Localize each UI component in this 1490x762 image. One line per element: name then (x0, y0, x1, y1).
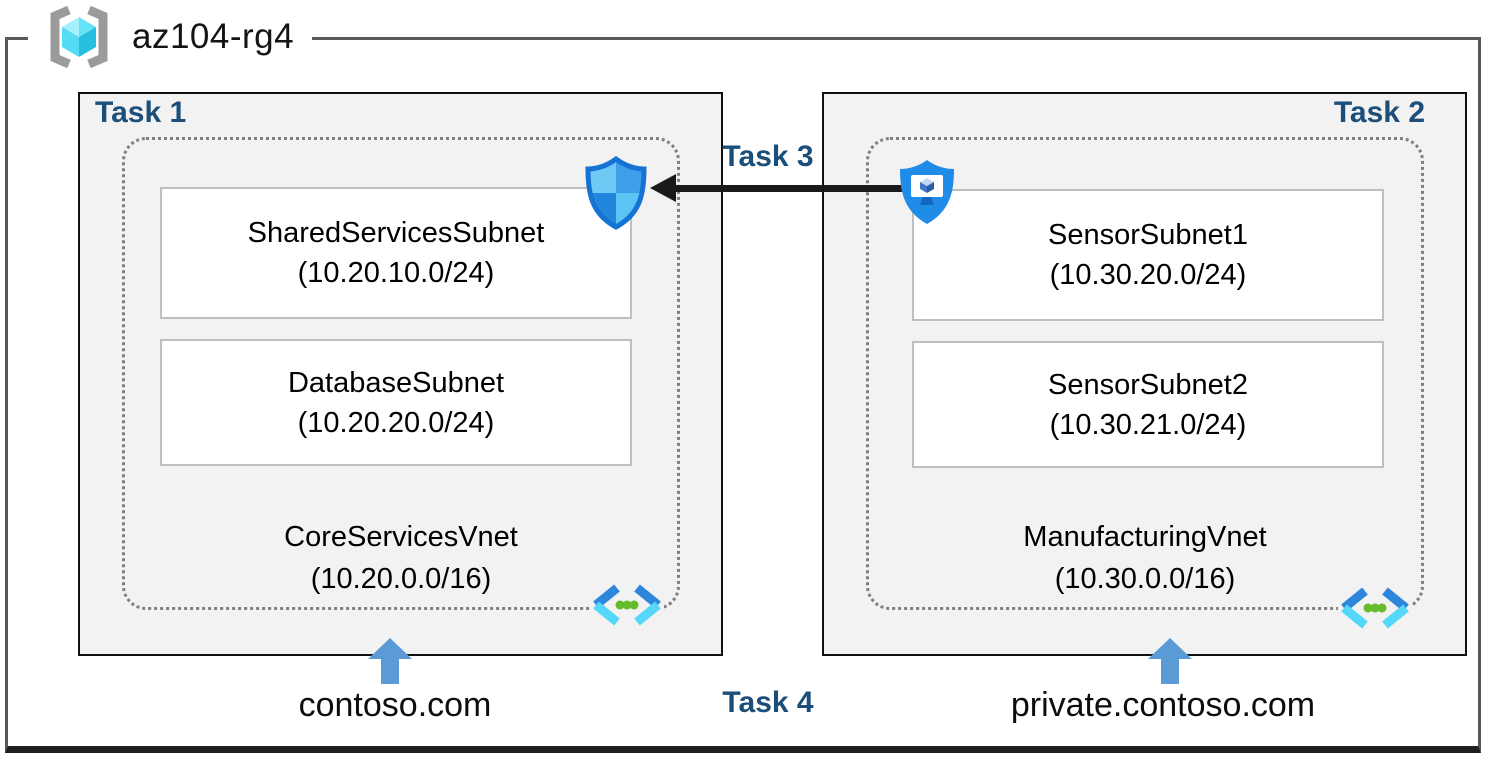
subnet-cidr: (10.20.20.0/24) (297, 406, 495, 439)
task3-label: Task 3 (722, 140, 814, 173)
core-services-vnet-label: CoreServicesVnet (10.20.0.0/16) (122, 516, 680, 600)
task1-label: Task 1 (95, 96, 187, 129)
subnet-name: DatabaseSubnet (287, 366, 505, 399)
up-arrow-icon (368, 638, 412, 684)
subnet-cidr: (10.20.10.0/24) (297, 257, 495, 289)
subnet-name: SensorSubnet1 (1048, 219, 1248, 251)
subnet-name: SensorSubnet2 (1048, 368, 1248, 401)
core-services-vnet-boundary (122, 137, 680, 610)
subnet-cidr: (10.30.21.0/24) (1049, 408, 1247, 441)
network-security-group-shield-icon (585, 156, 647, 230)
subnet-name: SharedServicesSubnet (247, 217, 545, 249)
vnet-name: CoreServicesVnet (284, 521, 518, 553)
virtual-network-icon (590, 583, 664, 627)
task2-label: Task 2 (1333, 96, 1425, 129)
bastion-shield-icon (900, 160, 954, 224)
task4-label: Task 4 (722, 686, 814, 719)
vnet-name: ManufacturingVnet (1023, 521, 1267, 553)
vnet-cidr: (10.20.0.0/16) (310, 563, 492, 595)
task3-arrow-line (674, 185, 910, 192)
private-contoso-dns-label: private.contoso.com (1010, 686, 1316, 724)
database-subnet-box: DatabaseSubnet (10.20.20.0/24) (160, 339, 632, 466)
resource-group-boundary (5, 37, 1481, 753)
manufacturing-vnet-label: ManufacturingVnet (10.30.0.0/16) (866, 516, 1424, 600)
manufacturing-vnet-boundary (866, 137, 1424, 610)
virtual-network-icon (1338, 586, 1412, 630)
task3-arrowhead-icon (650, 174, 676, 202)
vnet-cidr: (10.30.0.0/16) (1054, 563, 1236, 595)
sensor-subnet2-box: SensorSubnet2 (10.30.21.0/24) (912, 341, 1384, 468)
resource-group-icon (50, 5, 108, 69)
sensor-subnet1-box: SensorSubnet1 (10.30.20.0/24) (912, 189, 1384, 321)
shared-services-subnet-box: SharedServicesSubnet (10.20.10.0/24) (160, 187, 632, 319)
up-arrow-icon (1148, 638, 1192, 684)
resource-group-header: az104-rg4 (28, 2, 313, 72)
subnet-cidr: (10.30.20.0/24) (1049, 259, 1247, 291)
contoso-dns-label: contoso.com (298, 686, 492, 724)
resource-group-name: az104-rg4 (132, 17, 295, 56)
